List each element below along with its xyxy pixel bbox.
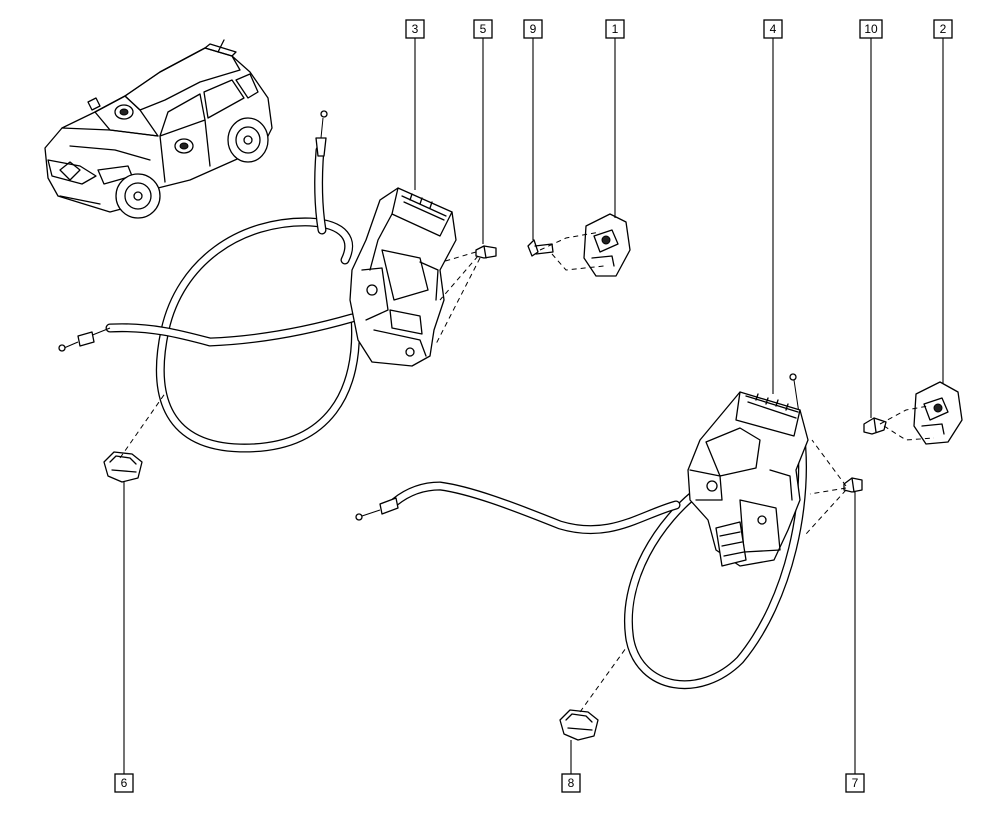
assembly-guide-lines [119,231,935,713]
left-cable-clip [103,451,143,483]
right-striker-bolt [863,417,887,435]
vehicle-illustration [44,39,273,219]
left-striker-bolt [527,239,554,257]
left-lock-bolt [475,245,497,259]
left-cable-assembly [58,110,361,453]
callout-8: 8 [561,773,581,793]
right-door-striker [913,381,963,445]
callout-2: 2 [933,19,953,39]
callout-6: 6 [114,773,134,793]
callout-label: 1 [612,22,619,36]
right-lock-bolt [843,477,863,493]
callout-label: 3 [412,22,419,36]
callout-4: 4 [763,19,783,39]
callout-9: 9 [523,19,543,39]
callout-leader-lines [123,38,944,774]
callout-1: 1 [605,19,625,39]
right-cable-clip [559,709,599,741]
callout-label: 10 [864,22,878,36]
right-cable-assembly [355,373,807,690]
left-door-striker [583,213,631,277]
callout-label: 6 [121,776,128,790]
callout-label: 2 [940,22,947,36]
callout-label: 7 [852,776,859,790]
callout-label: 4 [770,22,777,36]
callout-7: 7 [845,773,865,793]
callout-5: 5 [473,19,493,39]
left-door-lock [349,187,457,367]
callout-10: 10 [859,19,883,39]
callout-3: 3 [405,19,425,39]
callout-label: 5 [480,22,487,36]
right-door-lock [687,391,809,567]
callout-label: 9 [530,22,537,36]
callout-label: 8 [568,776,575,790]
